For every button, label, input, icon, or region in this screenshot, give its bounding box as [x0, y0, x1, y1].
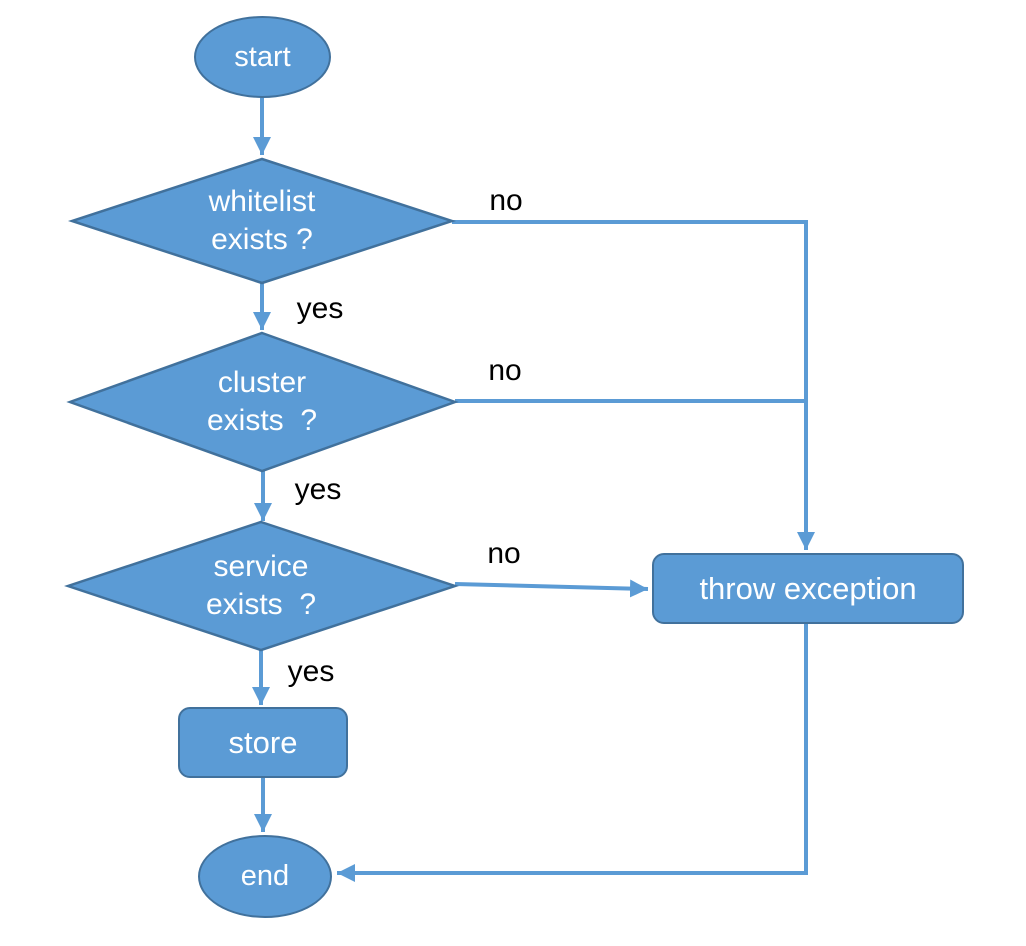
node-end: end — [198, 835, 332, 918]
decision-service-exists-shape — [64, 520, 459, 652]
edge-throw-exception-to-end — [337, 624, 808, 882]
edge-label-whitelist-no: no — [489, 184, 523, 217]
node-cluster-exists-label: cluster exists ? — [206, 366, 318, 437]
node-start: start — [194, 16, 331, 98]
node-whitelist-exists-label: whitelist exists ? — [208, 185, 316, 256]
edge-label-cluster-no: no — [488, 354, 522, 387]
node-throw-exception: throw exception — [652, 553, 964, 624]
decision-whitelist-exists-shape — [67, 157, 457, 285]
edge-label-service-no: no — [487, 537, 521, 570]
node-service-exists-label: service exists ? — [205, 550, 317, 621]
edge-service-no-to-throw-exception — [454, 579, 649, 598]
node-store: store — [178, 707, 348, 778]
edge-label-cluster-yes: yes — [294, 473, 342, 506]
edge-label-service-yes: yes — [287, 655, 335, 688]
decision-cluster-exists-shape — [66, 331, 459, 473]
edge-label-whitelist-yes: yes — [296, 292, 344, 325]
edge-whitelist-no-to-throw-exception — [452, 220, 815, 550]
